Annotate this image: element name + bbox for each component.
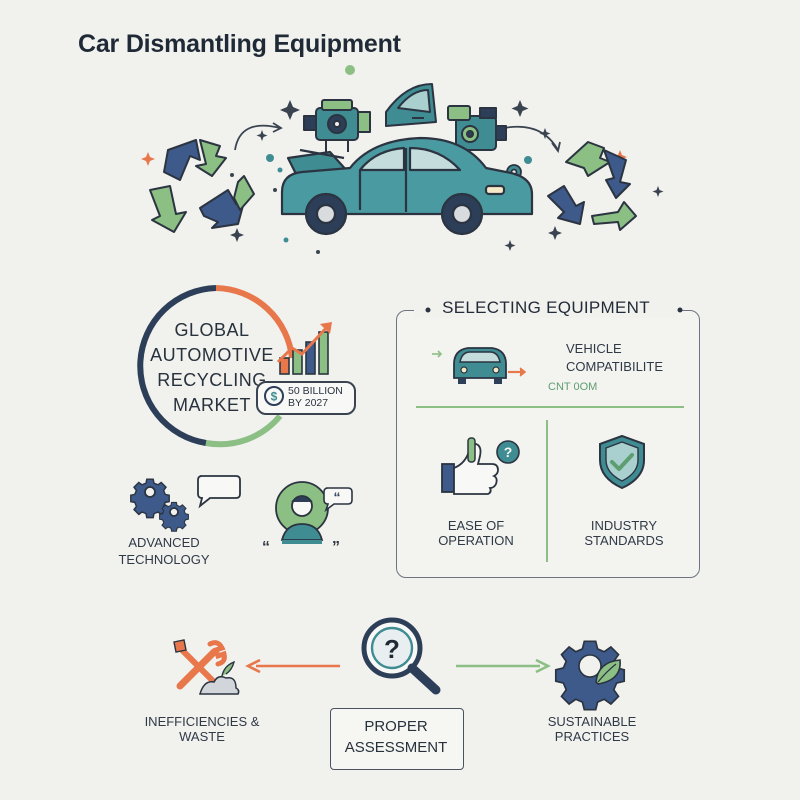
proper-assessment-box [330, 708, 464, 770]
svg-text:?: ? [504, 444, 513, 460]
vehicle-compatibility-label: Vehicle Compatibilite [566, 340, 663, 376]
ease-of-operation-label: Ease of Operation [438, 518, 514, 548]
page-title: Car Dismantling Equipment [78, 30, 401, 58]
quote-marks-icon: “ ” [262, 539, 340, 556]
selecting-equipment-title: Selecting Equipment [414, 298, 678, 318]
speech-bubble-icon [197, 475, 241, 509]
proper-assessment-line-2: Assessment [344, 739, 448, 756]
vehicle-compatibility-line-1: Vehicle [566, 341, 622, 356]
engine-block-icon [447, 105, 507, 151]
shield-check-icon [599, 434, 645, 490]
right-arrow-green [456, 658, 551, 674]
advanced-technology-line-1: Advanced [128, 535, 200, 550]
svg-text:$: $ [271, 390, 278, 404]
svg-text:“: “ [334, 489, 341, 505]
donut-segment-navy [137, 285, 217, 446]
proper-assessment-label: Proper Assessment [330, 716, 462, 758]
advanced-technology-line-2: Technology [118, 552, 210, 567]
car-icon [280, 136, 534, 236]
magnifier-question-icon: ? [361, 617, 441, 695]
sustainable-practices-label: Sustainable Practices [547, 714, 637, 744]
vehicle-compatibility-icon [432, 347, 527, 384]
market-title: Global Automotive Recycling Market [148, 318, 276, 418]
svg-text:”: ” [332, 539, 340, 556]
donut-segment-orange [215, 285, 295, 359]
recycle-icon-left [149, 139, 255, 233]
vehicle-compatibility-subtext: CNT 0OM [548, 381, 598, 393]
panel-divider-vertical [546, 420, 548, 562]
svg-text:?: ? [384, 634, 400, 664]
growth-chart-icon [276, 322, 332, 375]
market-value-text: 50 Billion by 2027 [288, 385, 343, 409]
selecting-equipment-panel [396, 310, 700, 578]
donut-segment-green [205, 414, 283, 448]
market-title-line-2: Automotive [150, 345, 274, 365]
proper-assessment-line-1: Proper [364, 718, 428, 735]
left-arrow-orange [245, 658, 340, 674]
market-donut-chart [137, 285, 295, 448]
gear-leaf-icon [554, 640, 626, 711]
advanced-technology-label: Advanced Technology [116, 534, 212, 568]
engine-part-icon [303, 99, 371, 152]
person-speaking-icon: “ [275, 481, 353, 544]
dollar-coin-icon: $ [264, 386, 284, 406]
market-value-line-2: by 2027 [288, 397, 329, 409]
car-door-icon [385, 83, 437, 127]
market-title-line-1: Global [174, 320, 250, 340]
vehicle-compatibility-line-2: Compatibilite [566, 359, 664, 374]
market-title-line-3: Recycling [157, 370, 267, 390]
market-title-line-4: Market [172, 395, 251, 415]
inefficiencies-waste-label: Inefficiencies & Waste [144, 714, 260, 744]
svg-text:“: “ [262, 539, 270, 556]
thumbs-up-icon: ? [441, 437, 520, 495]
gears-icon [130, 478, 189, 532]
market-value-line-1: 50 Billion [288, 385, 343, 397]
panel-title-dots [425, 307, 683, 313]
industry-standards-label: Industry Standards [584, 518, 664, 548]
hero-illustration [141, 65, 664, 254]
panel-divider-horizontal [416, 406, 684, 408]
recycle-icon-right [547, 141, 637, 231]
tools-waste-icon [173, 639, 240, 695]
